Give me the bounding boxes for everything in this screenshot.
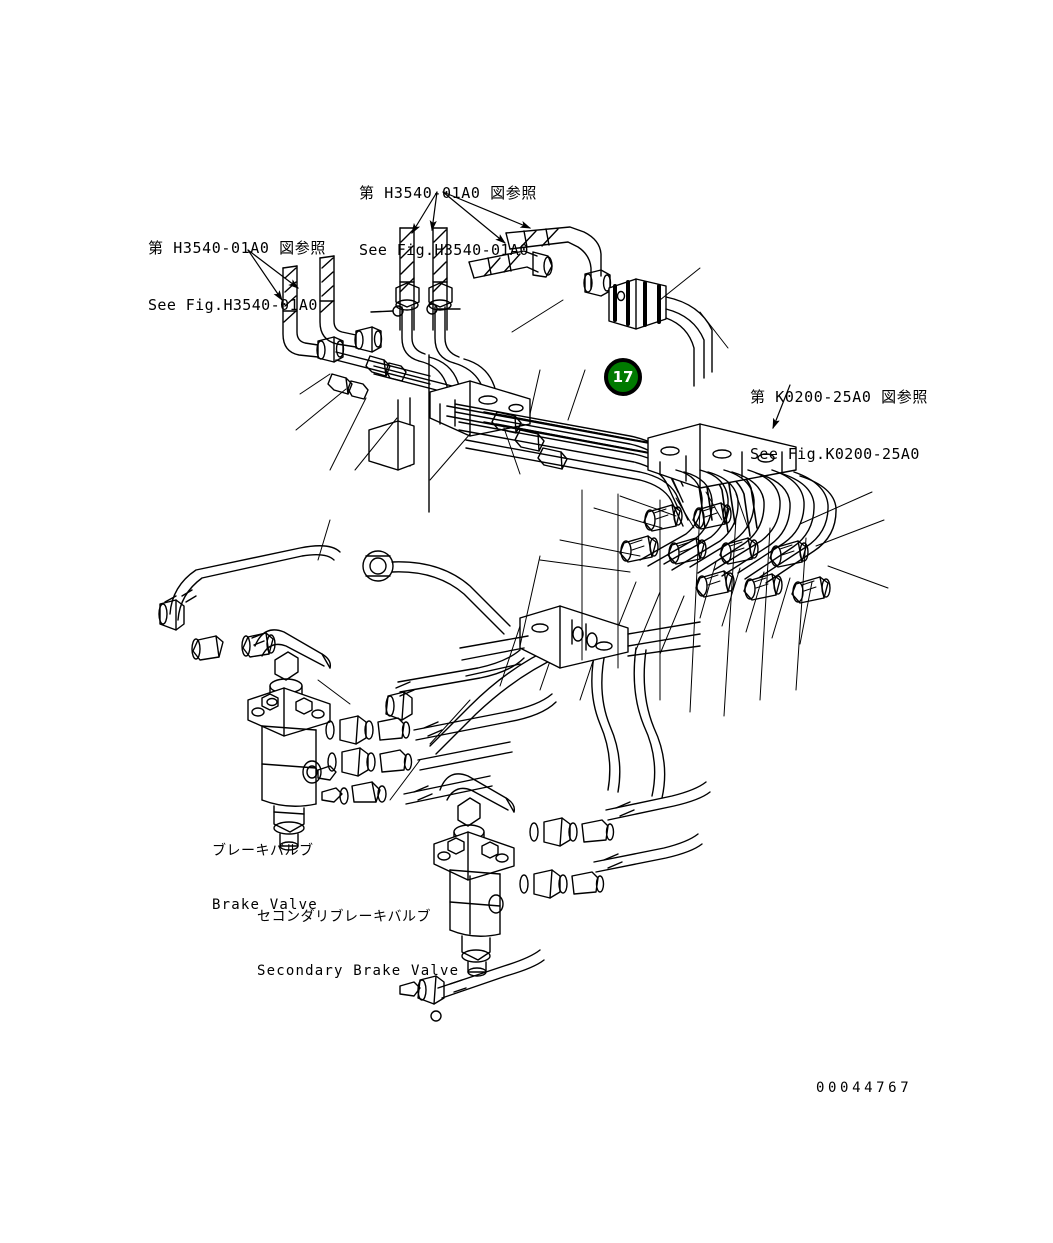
lower-clamp-through-hoses <box>459 621 701 677</box>
reference-callout-top-jp: 第 H3540-01A0 図参照 <box>359 184 537 202</box>
secondary-valve-port-fittings <box>519 817 615 899</box>
reference-callout-right-en: See Fig.K0200-25A0 <box>750 445 920 463</box>
brake-valve-port-fittings <box>317 715 413 805</box>
seal-indicator-a <box>370 305 404 317</box>
brake-valve-assembly <box>247 629 332 851</box>
diag-hose-upper <box>505 226 612 297</box>
item-number-badge-17[interactable]: 17 <box>604 358 642 396</box>
diag-hose-lower <box>468 250 553 279</box>
reference-callout-right-jp: 第 K0200-25A0 図参照 <box>750 388 928 406</box>
component-label-secondary-brake-valve-en: Secondary Brake Valve <box>257 963 460 979</box>
brake-valve-hoses <box>385 649 557 805</box>
brake-valve-hose-ends <box>192 633 276 661</box>
vertical-hose-a <box>395 227 426 362</box>
left-long-hose <box>158 545 511 635</box>
right-leader-grid <box>519 489 807 717</box>
component-label-secondary-brake-valve: セコンダリブレーキバルブ Secondary Brake Valve <box>257 872 459 1016</box>
lower-clamp-bar <box>519 605 629 669</box>
seal-indicator-b <box>426 303 461 315</box>
bundle-unions-left <box>491 411 568 470</box>
boss-cap <box>362 550 394 582</box>
component-label-secondary-brake-valve-jp: セコンダリブレーキバルブ <box>257 909 431 925</box>
leader-lines-left-ref <box>247 249 299 301</box>
reference-callout-left-jp: 第 H3540-01A0 図参照 <box>148 239 326 257</box>
reference-callout-top: 第 H3540-01A0 図参照 See Fig.H3540-01A0 <box>359 146 537 298</box>
vertical-hose-b <box>428 227 460 364</box>
secondary-valve-hoses <box>593 781 711 873</box>
component-label-brake-valve-en: Brake Valve <box>212 897 318 913</box>
central-manifold-block <box>368 354 531 513</box>
hose-fan-right <box>639 469 837 584</box>
upper-clamp-block <box>608 278 713 387</box>
reference-callout-left-en: See Fig.H3540-01A0 <box>148 296 318 314</box>
j-hose-left-b <box>319 255 383 353</box>
leader-lines-top-ref <box>411 191 532 244</box>
reference-callout-left: 第 H3540-01A0 図参照 See Fig.H3540-01A0 <box>148 201 326 353</box>
secondary-brake-valve-assembly <box>433 773 516 977</box>
j-hose-left-a <box>282 265 345 363</box>
bottom-hose <box>399 949 545 1022</box>
reference-callout-top-en: See Fig.H3540-01A0 <box>359 241 529 259</box>
leader-line-right-ref <box>772 384 791 430</box>
component-label-brake-valve: ブレーキバルブ Brake Valve <box>212 806 318 950</box>
drawing-number: 00044767 <box>816 1080 913 1096</box>
component-label-brake-valve-jp: ブレーキバルブ <box>212 843 314 859</box>
fan-hose-end-fittings <box>619 502 831 604</box>
reference-callout-right: 第 K0200-25A0 図参照 See Fig.K0200-25A0 <box>750 350 928 502</box>
